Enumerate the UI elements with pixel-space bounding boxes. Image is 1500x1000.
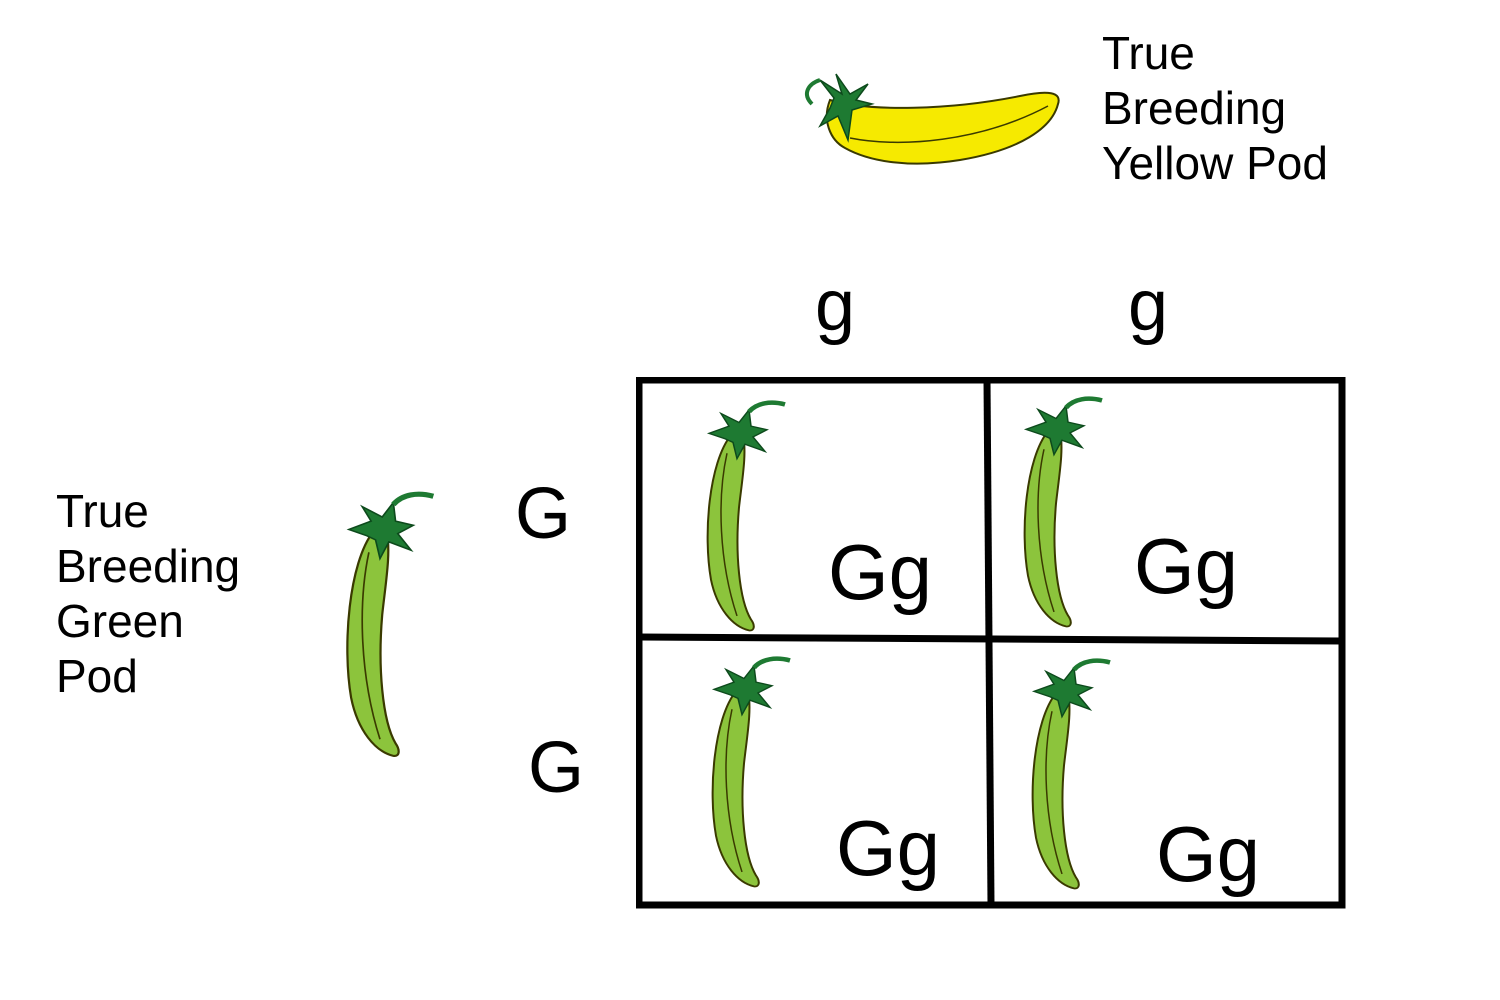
label-line: Green	[56, 595, 184, 647]
label-line: True	[1102, 27, 1195, 79]
label-line: True	[56, 485, 149, 537]
left-parent-label: True Breeding Green Pod	[56, 484, 240, 704]
column-allele-2: g	[1128, 266, 1169, 346]
grid-lines	[636, 377, 1346, 909]
row-allele-1: G	[515, 474, 572, 554]
top-parent-label: True Breeding Yellow Pod	[1102, 26, 1328, 191]
cell-2-genotype: Gg	[1134, 522, 1239, 610]
cell-3-genotype: Gg	[836, 804, 941, 892]
label-line: Yellow Pod	[1102, 137, 1328, 189]
label-line: Breeding	[1102, 82, 1287, 134]
green-pod-icon	[340, 490, 440, 760]
cell-1-pod-icon	[701, 399, 791, 634]
label-line: Breeding	[56, 540, 241, 592]
cell-4-genotype: Gg	[1156, 810, 1261, 898]
row-allele-2: G	[528, 728, 585, 808]
cell-2-pod-icon	[1018, 395, 1108, 630]
label-line: Pod	[56, 650, 138, 702]
column-allele-1: g	[815, 266, 856, 346]
yellow-pod-icon	[790, 70, 1070, 180]
cell-3-pod-icon	[706, 655, 796, 890]
cell-4-pod-icon	[1026, 657, 1116, 892]
punnett-square: Gg Gg Gg Gg	[636, 377, 1346, 909]
cell-1-genotype: Gg	[828, 528, 933, 616]
